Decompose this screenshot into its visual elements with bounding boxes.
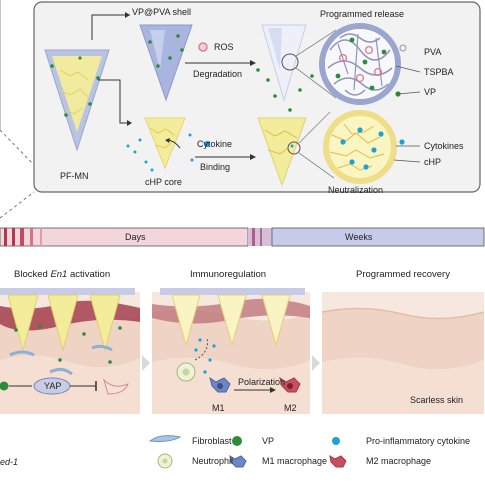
- stage2-panel: [152, 288, 310, 414]
- binding-label: Binding: [200, 162, 231, 172]
- legend-m2: M2 macrophage: [366, 456, 432, 466]
- pf-mn-needle: [44, 49, 110, 152]
- m1-label: M1: [212, 403, 225, 413]
- stage1-panel: [0, 288, 140, 414]
- degradation-label: Degradation: [193, 69, 243, 79]
- scarless-label: Scarless skin: [410, 395, 464, 405]
- degraded-needle: [256, 24, 337, 112]
- release-zoom: [319, 23, 401, 105]
- stage-graphics: [0, 288, 485, 469]
- legend-vp: VP: [262, 436, 275, 446]
- cytokine-label: Cytokine: [197, 139, 233, 149]
- legend-tspba: TSPBA: [424, 67, 454, 77]
- shell-needle: [139, 24, 193, 102]
- legend-fibroblast: Fibroblast: [192, 436, 232, 446]
- shell-label: VP@PVA shell: [132, 7, 191, 17]
- stage3-title: Programmed recovery: [356, 269, 450, 280]
- ros-label: ROS: [214, 42, 234, 52]
- schematic-graphics: [0, 0, 481, 219]
- weeks-label: Weeks: [345, 232, 373, 242]
- neutralization-label: Neutralization: [328, 185, 384, 195]
- legend-neutrophil: Neutrophil: [192, 456, 234, 466]
- legend-cytokine: Pro-inflammatory cytokine: [366, 436, 471, 446]
- core-label: cHP core: [145, 177, 182, 187]
- legend-m1: M1 macrophage: [262, 456, 328, 466]
- legend-cytokines: Cytokines: [424, 141, 464, 151]
- timeline-graphics: [0, 227, 485, 247]
- stage1-title: Blocked En1 activation: [14, 269, 111, 280]
- polarization-label: Polarization: [238, 377, 286, 387]
- legend-cut-label: ed-1: [0, 457, 19, 467]
- legend-icons: [148, 435, 347, 469]
- stage2-title: Immunoregulation: [190, 269, 267, 280]
- legend-pva: PVA: [424, 47, 442, 57]
- core-needle: [126, 117, 194, 172]
- yap-label: YAP: [44, 381, 62, 391]
- needle-label: PF-MN: [60, 171, 89, 181]
- legend-vp: VP: [424, 87, 437, 97]
- neutral-needle: [257, 110, 397, 187]
- days-label: Days: [125, 232, 146, 242]
- legend-chp: cHP: [424, 157, 442, 167]
- stage3-panel: [321, 292, 485, 414]
- m2-label: M2: [284, 403, 297, 413]
- programmed-release-label: Programmed release: [320, 9, 405, 19]
